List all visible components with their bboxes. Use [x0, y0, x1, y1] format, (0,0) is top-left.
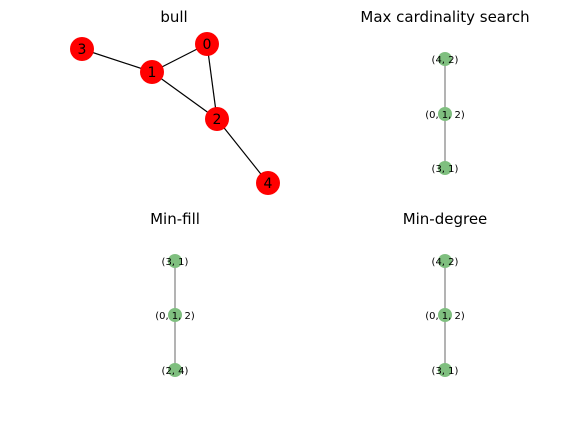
- min-degree-panel: Min-degree (4, 2) (0, 1, 2) (3, 1): [403, 210, 488, 377]
- min-fill-node-middle: (0, 1, 2): [155, 308, 195, 322]
- bull-node-1: 1: [140, 60, 164, 84]
- max-cardinality-node-middle-label: (0, 1, 2): [425, 110, 465, 121]
- bull-node-0-label: 0: [203, 37, 212, 53]
- max-cardinality-node-top-label: (4, 2): [432, 55, 459, 66]
- min-fill-node-bottom-label: (2, 4): [162, 366, 189, 377]
- max-cardinality-panel: Max cardinality search (4, 2) (0, 1, 2) …: [360, 8, 530, 175]
- min-fill-node-top-label: (3, 1): [162, 257, 189, 268]
- bull-title: bull: [160, 8, 187, 26]
- bull-edges: [81, 43, 269, 184]
- bull-node-2: 2: [205, 107, 229, 131]
- bull-node-2-label: 2: [213, 112, 222, 128]
- max-cardinality-node-middle: (0, 1, 2): [425, 107, 465, 121]
- min-degree-node-middle: (0, 1, 2): [425, 308, 465, 322]
- bull-edge-3-1: [81, 48, 153, 73]
- min-degree-title: Min-degree: [403, 210, 488, 228]
- max-cardinality-node-bottom-label: (3, 1): [432, 164, 459, 175]
- min-fill-panel: Min-fill (3, 1) (0, 1, 2) (2, 4): [150, 210, 200, 377]
- min-fill-node-bottom: (2, 4): [162, 363, 189, 377]
- bull-nodes: 0 1 2 3 4: [70, 32, 280, 195]
- max-cardinality-title: Max cardinality search: [360, 8, 529, 26]
- bull-node-4: 4: [256, 171, 280, 195]
- bull-node-1-label: 1: [148, 65, 157, 81]
- min-fill-node-middle-label: (0, 1, 2): [155, 311, 195, 322]
- bull-node-4-label: 4: [264, 176, 273, 192]
- bull-node-3: 3: [70, 37, 94, 61]
- min-degree-node-bottom-label: (3, 1): [432, 366, 459, 377]
- bull-edge-2-4: [216, 118, 269, 184]
- bull-node-0: 0: [195, 32, 219, 56]
- max-cardinality-node-bottom: (3, 1): [432, 161, 459, 175]
- bull-panel: bull 0 1 2 3: [70, 8, 280, 195]
- min-degree-node-middle-label: (0, 1, 2): [425, 311, 465, 322]
- bull-node-3-label: 3: [78, 42, 87, 58]
- min-degree-node-top-label: (4, 2): [432, 257, 459, 268]
- min-degree-node-top: (4, 2): [432, 254, 459, 268]
- bull-edge-1-2: [151, 71, 218, 120]
- max-cardinality-node-top: (4, 2): [432, 52, 459, 66]
- min-fill-title: Min-fill: [150, 210, 200, 228]
- min-degree-node-bottom: (3, 1): [432, 363, 459, 377]
- bull-edge-0-2: [206, 43, 218, 120]
- min-fill-node-top: (3, 1): [162, 254, 189, 268]
